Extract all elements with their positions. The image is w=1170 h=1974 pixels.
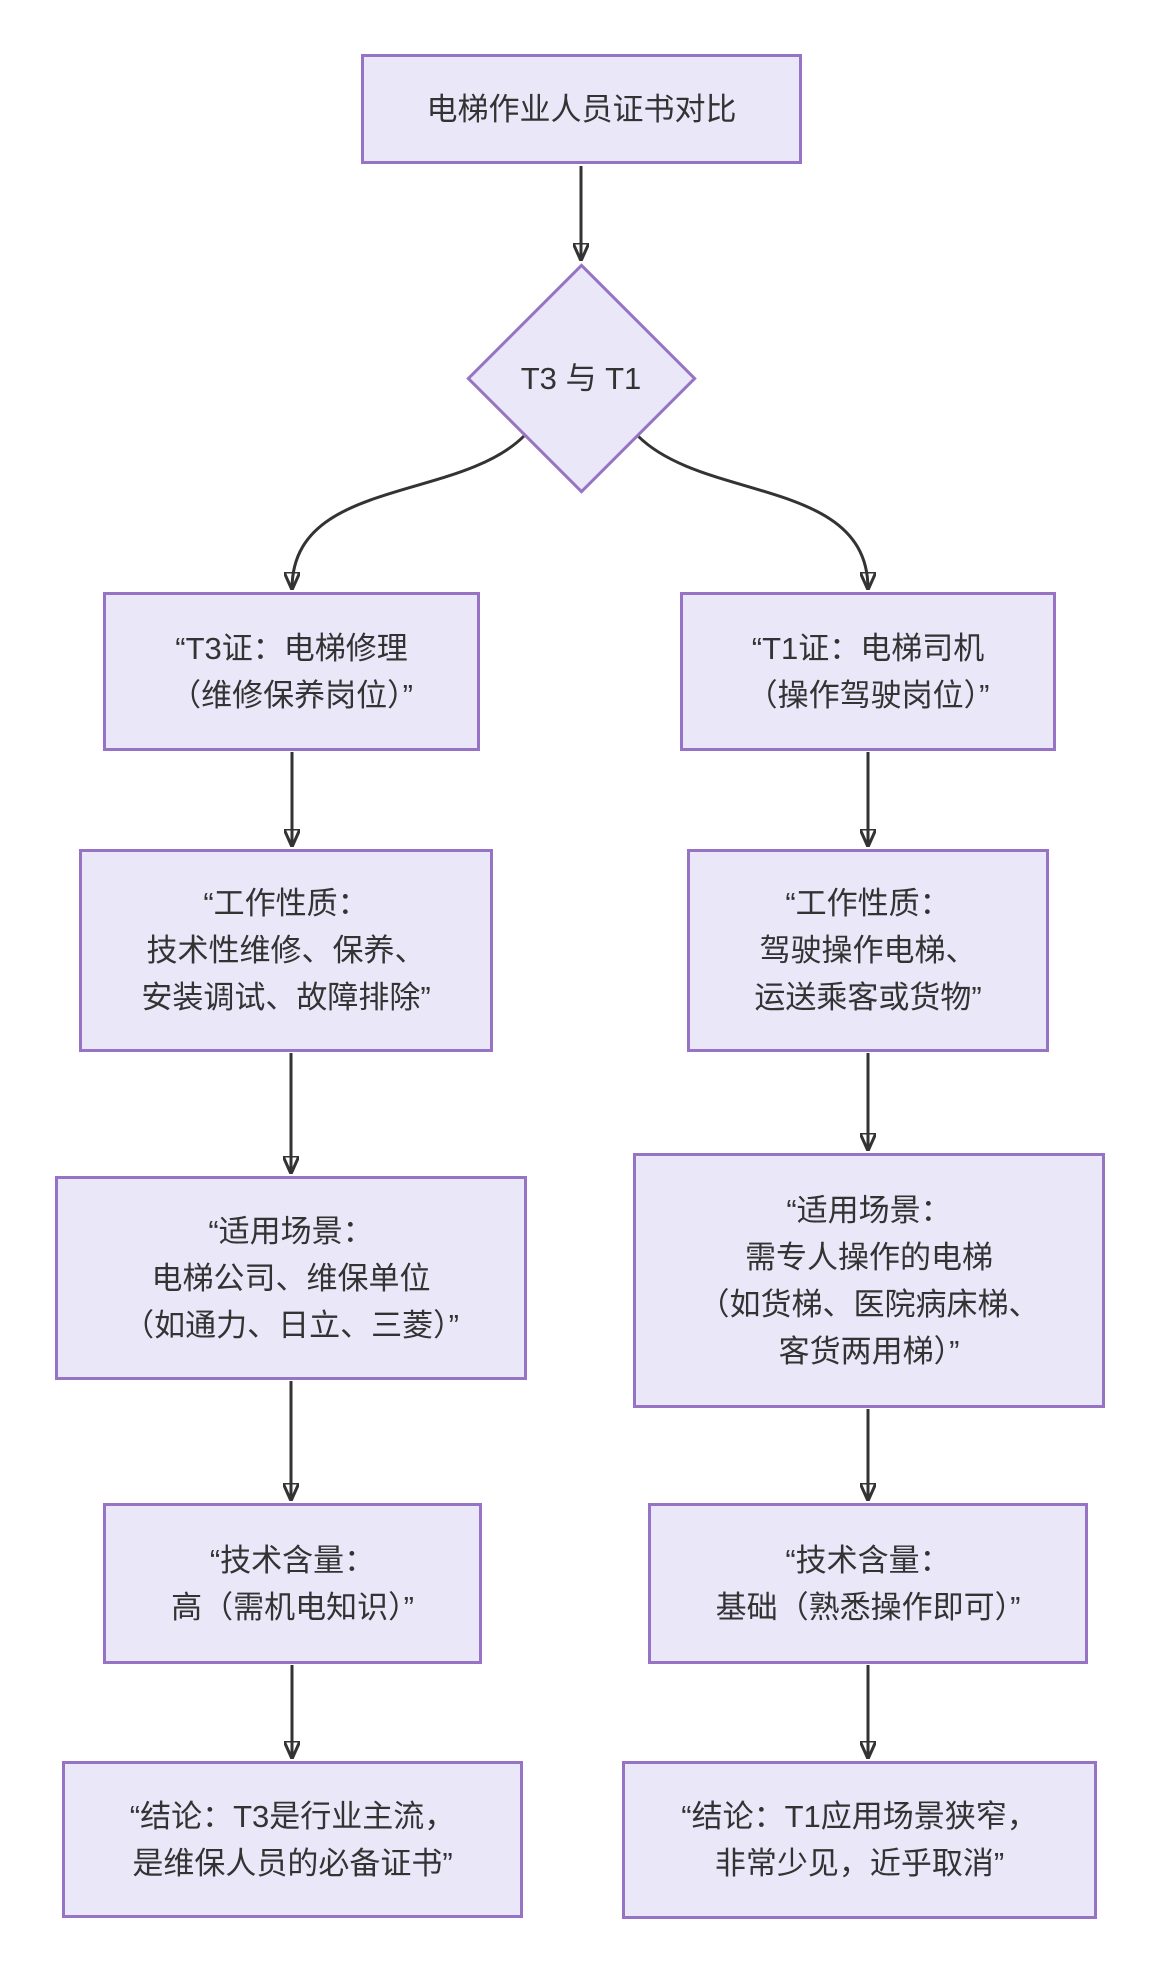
node-label-line: “工作性质： bbox=[785, 886, 951, 921]
node-label: 电梯作业人员证书对比 bbox=[426, 91, 737, 127]
node-label-line: “适用场景： bbox=[208, 1213, 374, 1249]
node-t3-work-nature: “工作性质： 技术性维修、保养、安装调试、故障排除” bbox=[79, 849, 493, 1052]
node-root-title: 电梯作业人员证书对比 bbox=[361, 54, 802, 164]
node-label-line: “T1证：电梯司机 bbox=[751, 630, 985, 666]
edge-decision-to-t1-cert bbox=[636, 434, 868, 589]
node-label-line: 客货两用梯）” bbox=[778, 1333, 960, 1369]
node-label-line: “T3证：电梯修理 bbox=[175, 630, 408, 666]
node-t1-use-scene: “适用场景： 需专人操作的电梯 （如货梯、医院病床梯、客货两用梯）” bbox=[633, 1153, 1105, 1408]
node-label-line: 安装调试、故障排除” bbox=[141, 980, 431, 1015]
node-label-line: “工作性质： bbox=[203, 886, 369, 921]
node-label-line: 电梯公司、维保单位 bbox=[151, 1260, 431, 1296]
edge-decision-to-t3-cert bbox=[292, 434, 526, 589]
node-t1-skill-level: “技术含量： 基础（熟悉操作即可）” bbox=[648, 1503, 1088, 1664]
node-label-line: 基础（熟悉操作即可）” bbox=[715, 1589, 1021, 1625]
node-label-line: “技术含量： bbox=[785, 1542, 951, 1578]
node-label-line: “结论：T3是行业主流， bbox=[129, 1798, 456, 1834]
node-label-line: 技术性维修、保养、 bbox=[146, 933, 426, 968]
node-t1-work-nature: “工作性质： 驾驶操作电梯、运送乘客或货物” bbox=[687, 849, 1049, 1052]
node-label-line: （如通力、日立、三菱）” bbox=[123, 1307, 459, 1343]
node-label-line: “适用场景： bbox=[786, 1192, 952, 1228]
node-t3-skill-level: “技术含量： 高（需机电知识）” bbox=[103, 1503, 482, 1664]
node-decision: T3 与 T1 bbox=[520, 360, 642, 396]
node-t1-conclusion: “结论：T1应用场景狭窄， 非常少见，近乎取消” bbox=[622, 1761, 1097, 1919]
node-label-line: 非常少见，近乎取消” bbox=[714, 1846, 1005, 1881]
node-label-line: 运送乘客或货物” bbox=[754, 980, 982, 1015]
node-t3-use-scene: “适用场景： 电梯公司、维保单位 （如通力、日立、三菱）” bbox=[55, 1176, 527, 1380]
node-label-line: （操作驾驶岗位）” bbox=[746, 677, 990, 713]
node-label-line: 需专人操作的电梯 bbox=[745, 1239, 993, 1275]
node-label-line: 是维保人员的必备证书” bbox=[132, 1845, 453, 1881]
node-t3-cert: “T3证：电梯修理 （维修保养岗位）” bbox=[103, 592, 480, 751]
node-label-line: 高（需机电知识）” bbox=[171, 1589, 414, 1625]
node-label-line: “技术含量： bbox=[209, 1542, 376, 1578]
node-t3-conclusion: “结论：T3是行业主流， 是维保人员的必备证书” bbox=[62, 1761, 523, 1918]
node-label-line: 驾驶操作电梯、 bbox=[759, 933, 977, 968]
node-t1-cert: “T1证：电梯司机 （操作驾驶岗位）” bbox=[680, 592, 1056, 751]
node-label-line: “结论：T1应用场景狭窄， bbox=[681, 1799, 1038, 1834]
node-label-line: （如货梯、医院病床梯、 bbox=[698, 1286, 1040, 1322]
node-label-line: （维修保养岗位）” bbox=[170, 677, 413, 713]
